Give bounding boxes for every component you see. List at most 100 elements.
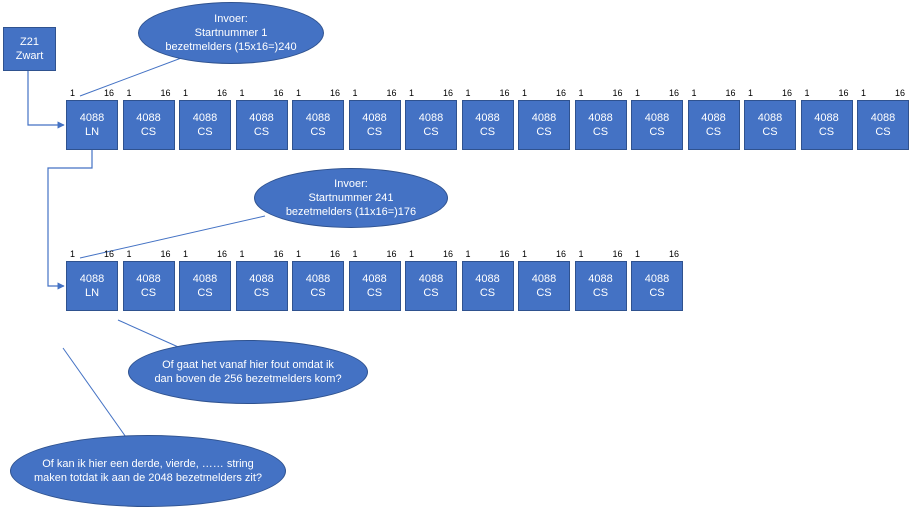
pin-label-last: 16 (386, 88, 397, 98)
module-type-label: 4088 (644, 273, 670, 285)
pin-label-first: 1 (804, 88, 810, 98)
module-kind-label: CS (366, 126, 383, 138)
pin-label-first: 1 (522, 249, 528, 259)
pin-label-last: 16 (556, 249, 567, 259)
pin-label-first: 1 (239, 88, 245, 98)
pin-label-last: 16 (612, 249, 623, 259)
pin-label-last: 16 (160, 88, 171, 98)
pin-label-last: 16 (499, 249, 510, 259)
pin-label-last: 16 (386, 249, 397, 259)
module-type-label: 4088 (362, 112, 387, 124)
module-kind-label: CS (762, 126, 778, 138)
module-type-label: 4088 (79, 112, 105, 124)
pin-label-first: 1 (183, 249, 189, 259)
module-type-label: 4088 (531, 273, 557, 285)
pin-label-first: 1 (465, 88, 471, 98)
pin-label-first: 1 (409, 249, 415, 259)
question-callout-2: Of kan ik hier een derde, vierde, …… str… (10, 435, 286, 507)
module-type-label: 4088 (192, 112, 218, 124)
pin-label-last: 16 (669, 88, 680, 98)
module-kind-label: CS (253, 287, 270, 299)
module-kind-label: CS (479, 126, 496, 138)
pin-label-first: 1 (126, 249, 132, 259)
pin-label-last: 16 (838, 88, 849, 98)
pin-label-first: 1 (578, 88, 584, 98)
module-kind-label: CS (197, 126, 213, 138)
input-callout-2: Invoer: Startnummer 241 bezetmelders (11… (254, 168, 448, 228)
module-kind-label: CS (197, 287, 213, 299)
input2-line-1: Invoer: (334, 178, 368, 190)
pin-label-last: 16 (443, 88, 454, 98)
pin-label-first: 1 (296, 88, 302, 98)
pin-label-first: 1 (635, 249, 641, 259)
pin-label-first: 1 (691, 88, 697, 98)
pin-label-first: 1 (239, 249, 245, 259)
module-type-label: 4088 (531, 112, 557, 124)
module-kind-label: CS (705, 126, 722, 138)
module-type-label: 4088 (305, 112, 331, 124)
module-kind-label: CS (649, 287, 665, 299)
module-kind-label: CS (818, 126, 835, 138)
input1-line-1: Invoer: (214, 13, 248, 25)
module-type-label: 4088 (418, 112, 444, 124)
module-kind-label: CS (140, 126, 157, 138)
z21-label: Z21 (20, 36, 39, 48)
pin-label-last: 16 (895, 88, 906, 98)
question1-line-2: dan boven de 256 bezetmelders kom? (154, 373, 342, 385)
pin-label-last: 16 (330, 88, 341, 98)
pin-label-last: 16 (273, 88, 284, 98)
pin-label-last: 16 (669, 249, 680, 259)
module-kind-label: CS (536, 126, 552, 138)
input2-line-2: Startnummer 241 (308, 192, 394, 204)
module-type-label: 4088 (249, 112, 274, 124)
pin-label-first: 1 (352, 249, 358, 259)
pin-label-first: 1 (748, 88, 754, 98)
pin-label-last: 16 (612, 88, 623, 98)
module-kind-label: CS (479, 287, 496, 299)
question1-line-1: Of gaat het vanaf hier fout omdat ik (162, 359, 334, 371)
module-kind-label: LN (84, 126, 100, 138)
pin-label-first: 1 (635, 88, 641, 98)
pin-label-first: 1 (578, 249, 584, 259)
pin-label-last: 16 (499, 88, 510, 98)
question2-line-2: maken totdat ik aan de 2048 bezetmelders… (33, 472, 263, 484)
input-callout-1: Invoer: Startnummer 1 bezetmelders (15x1… (138, 2, 324, 64)
pin-label-first: 1 (352, 88, 358, 98)
module-kind-label: CS (423, 287, 439, 299)
module-type-label: 4088 (814, 112, 839, 124)
question-callout-1: Of gaat het vanaf hier fout omdat ik dan… (128, 340, 368, 404)
pin-label-last: 16 (273, 249, 284, 259)
question2-pointer (62, 347, 129, 441)
pin-label-first: 1 (296, 249, 302, 259)
pin-label-first: 1 (70, 88, 76, 98)
pin-label-last: 16 (443, 249, 454, 259)
row1-to-row2-connector (47, 150, 93, 290)
pin-label-last: 16 (725, 88, 736, 98)
pin-label-first: 1 (409, 88, 415, 98)
module-kind-label: CS (253, 126, 270, 138)
module-kind-label: CS (875, 126, 891, 138)
module-type-label: 4088 (475, 112, 500, 124)
z21-color-label: Zwart (15, 50, 44, 62)
module-kind-label: CS (366, 287, 383, 299)
module-kind-label: CS (423, 126, 439, 138)
